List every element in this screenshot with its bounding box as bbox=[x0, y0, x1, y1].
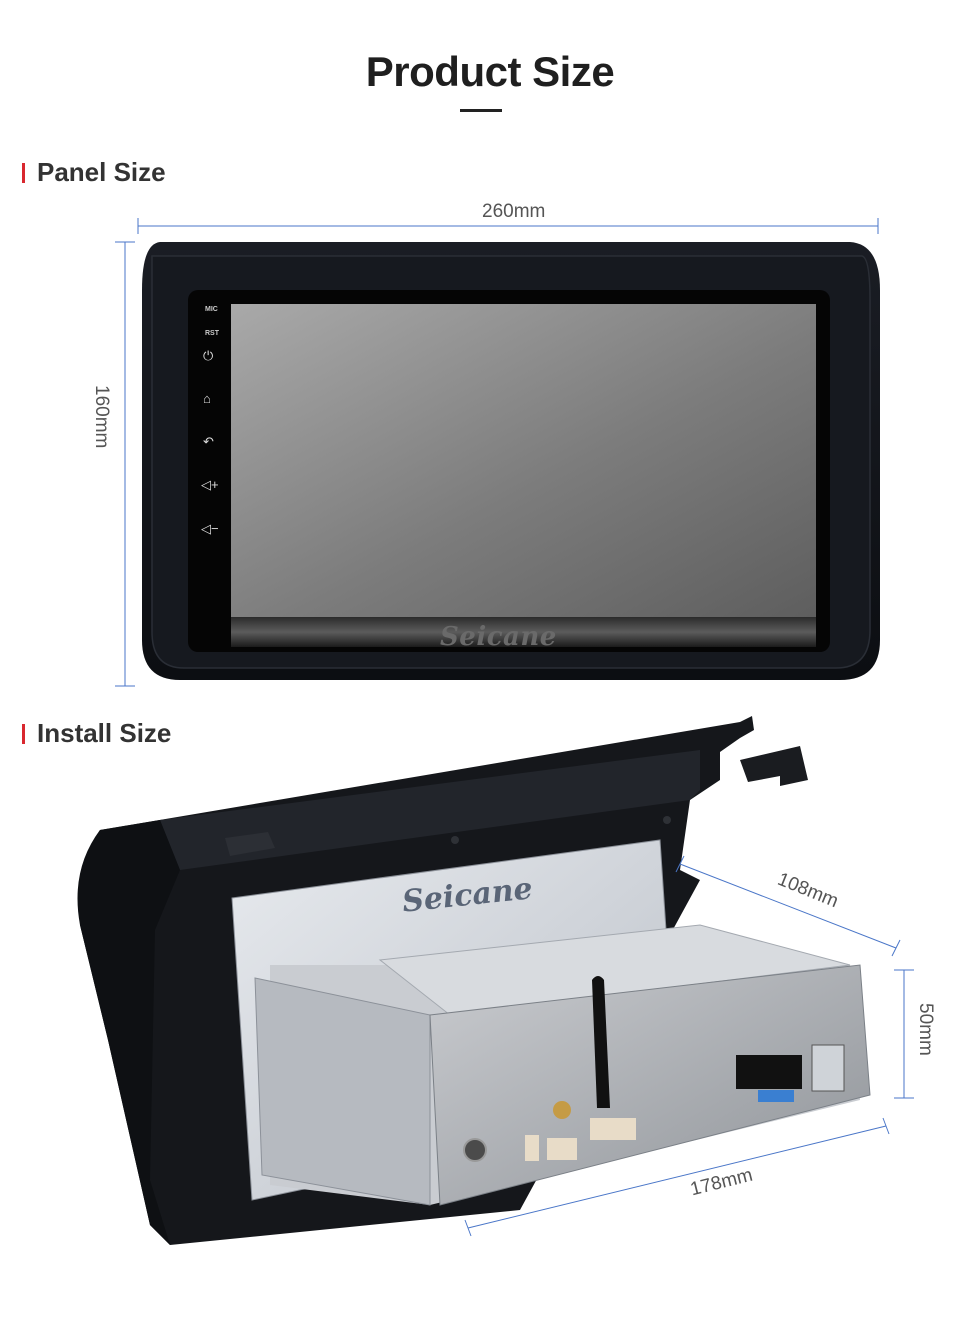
section-marker bbox=[22, 162, 25, 183]
dimension-line-install-height bbox=[894, 969, 914, 1099]
power-icon[interactable]: ⏻ bbox=[203, 348, 214, 363]
screen bbox=[231, 304, 816, 617]
dimension-line-install-depth bbox=[675, 855, 901, 957]
unit-chassis bbox=[231, 839, 871, 1206]
section-install-size: Install Size bbox=[22, 718, 171, 749]
volume-down-icon[interactable]: ◁− bbox=[201, 521, 219, 536]
mic-label: MIC bbox=[205, 306, 218, 313]
dimension-label-install-height: 50mm bbox=[915, 1003, 936, 1056]
dimension-label-panel-height: 160mm bbox=[91, 385, 112, 449]
section-install-label: Install Size bbox=[37, 718, 172, 748]
section-panel-label: Panel Size bbox=[37, 157, 166, 187]
dimension-line-panel-width bbox=[137, 218, 879, 234]
section-panel-size: Panel Size bbox=[22, 157, 166, 188]
front-panel bbox=[142, 242, 880, 680]
back-icon[interactable]: ↶ bbox=[203, 434, 214, 449]
dimension-line-panel-height bbox=[115, 241, 135, 687]
section-marker bbox=[22, 723, 25, 744]
rst-label[interactable]: RST bbox=[205, 330, 219, 337]
home-icon[interactable]: ⌂ bbox=[203, 391, 211, 406]
page-title: Product Size bbox=[365, 48, 615, 95]
title-underline bbox=[460, 109, 502, 112]
brand-logo-front: Seicane bbox=[440, 622, 557, 652]
volume-up-icon[interactable]: ◁+ bbox=[201, 477, 219, 492]
dimension-label-panel-width: 260mm bbox=[482, 201, 546, 222]
dimension-line-install-width bbox=[464, 1117, 890, 1237]
